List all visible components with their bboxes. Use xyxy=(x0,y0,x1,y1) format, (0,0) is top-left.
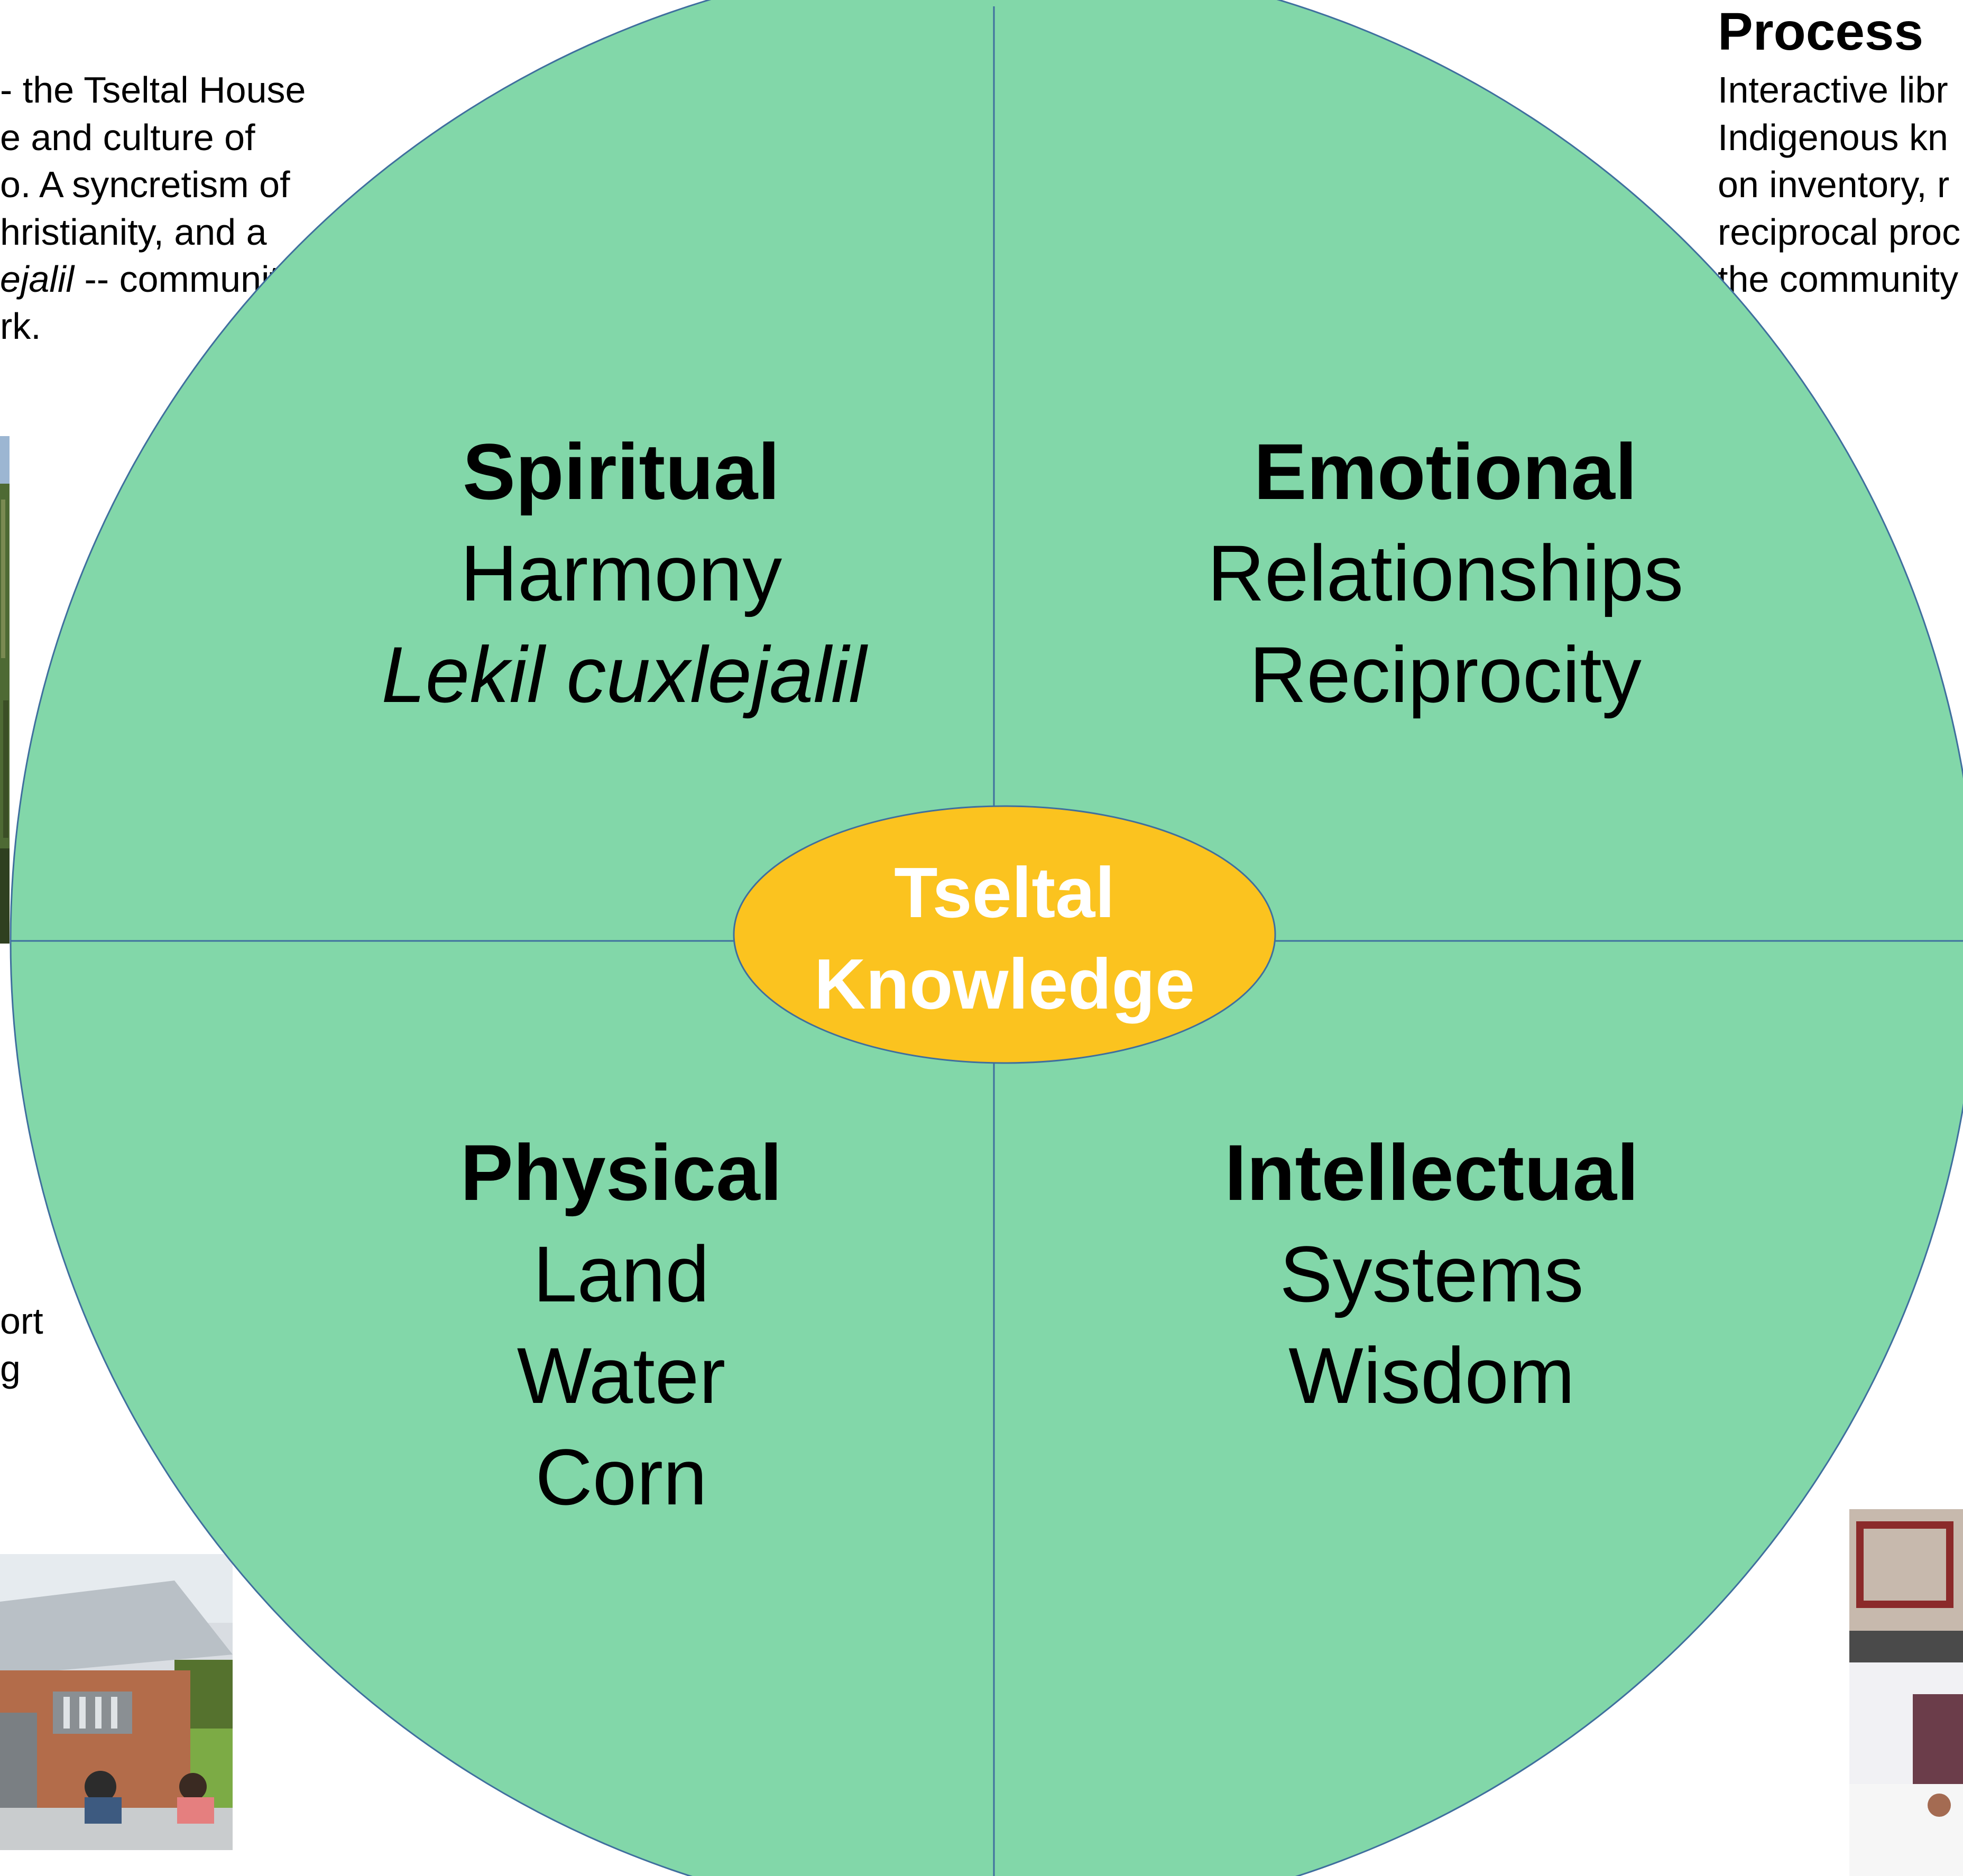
process-heading: Process xyxy=(1718,2,1924,61)
left-line-1: - the Tseltal House xyxy=(0,69,306,110)
emotional-title: Emotional xyxy=(1254,427,1637,516)
intellectual-title: Intellectual xyxy=(1224,1128,1639,1217)
center-ellipse xyxy=(733,805,1276,1064)
left-line-3: o. A syncretism of xyxy=(0,164,290,205)
left-line-6: rk. xyxy=(0,306,41,347)
center-label-line-2: Knowledge xyxy=(814,944,1195,1024)
spiritual-line-2: Lekil cuxlejalil xyxy=(381,630,868,719)
left-lower-line-1: ort xyxy=(0,1300,43,1342)
quadrant-spiritual: Spiritual Harmony Lekil cuxlejalil xyxy=(381,427,868,719)
center-node: Tseltal Knowledge xyxy=(733,805,1276,1064)
right-line-4: reciprocal proc xyxy=(1718,211,1961,253)
spiritual-line-1: Harmony xyxy=(460,529,782,617)
building-photo xyxy=(0,1554,233,1850)
spiritual-title: Spiritual xyxy=(463,427,780,516)
right-line-1: Interactive libr xyxy=(1718,69,1948,110)
quadrant-emotional: Emotional Relationships Reciprocity xyxy=(1208,427,1684,719)
emotional-line-2: Reciprocity xyxy=(1249,630,1642,719)
classroom-photo-image xyxy=(1849,1509,1963,1876)
left-line-4: hristianity, and a xyxy=(0,211,267,253)
physical-title: Physical xyxy=(460,1128,782,1217)
physical-line-2: Water xyxy=(517,1331,725,1420)
right-line-3: on inventory, r xyxy=(1718,164,1950,205)
left-line-2: e and culture of xyxy=(0,117,255,158)
intellectual-line-1: Systems xyxy=(1279,1230,1583,1318)
left-line-5-italic: ejalil xyxy=(0,258,75,300)
tree-photo xyxy=(0,436,10,944)
intellectual-line-2: Wisdom xyxy=(1288,1331,1575,1420)
physical-line-1: Land xyxy=(533,1230,709,1318)
quadrant-intellectual: Intellectual Systems Wisdom xyxy=(1224,1128,1639,1420)
emotional-line-1: Relationships xyxy=(1208,529,1684,617)
classroom-photo xyxy=(1849,1509,1963,1876)
left-line-5: ejalil -- community xyxy=(0,256,298,303)
tree-photo-image xyxy=(0,436,10,944)
right-line-5: the community xyxy=(1718,258,1959,300)
center-label-line-1: Tseltal xyxy=(894,853,1115,932)
quadrant-physical: Physical Land Water Corn xyxy=(460,1128,782,1521)
building-photo-image xyxy=(0,1554,233,1850)
right-line-2: Indigenous kn xyxy=(1718,117,1948,158)
left-lower-line-2: g xyxy=(0,1348,21,1389)
physical-line-3: Corn xyxy=(535,1433,707,1521)
